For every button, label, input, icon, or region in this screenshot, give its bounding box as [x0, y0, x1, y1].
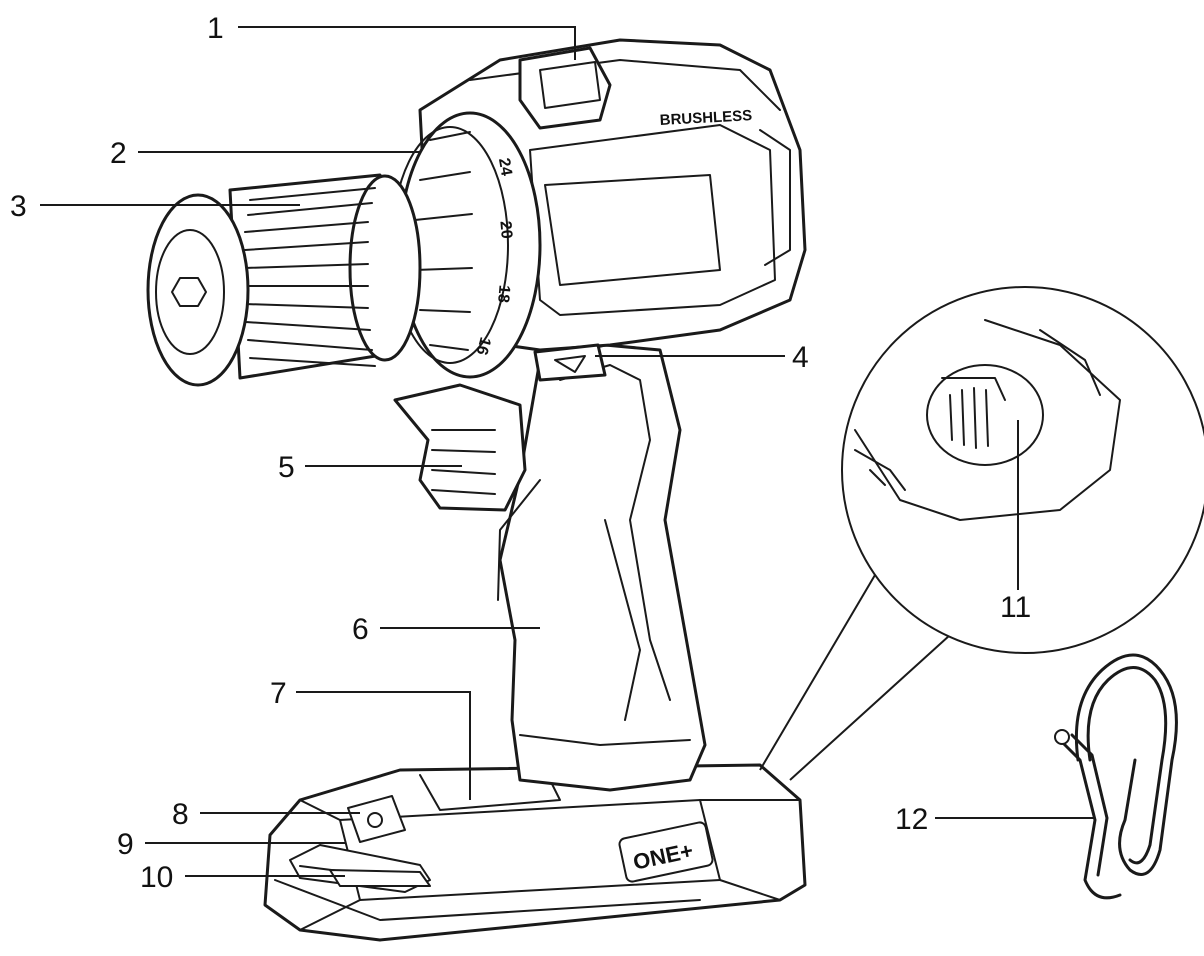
torque-number: 24: [495, 157, 515, 178]
handle: [497, 343, 707, 792]
callout-3: 3: [10, 190, 27, 223]
callout-5: 5: [278, 451, 295, 484]
torque-number: 20: [496, 220, 514, 239]
callout-1: 1: [207, 12, 224, 45]
leader-1: [238, 26, 576, 60]
callout-8: 8: [172, 798, 189, 831]
chuck: [146, 173, 422, 387]
battery-base: ONE+: [263, 759, 807, 942]
direction-selector: [533, 343, 607, 382]
brushless-label: BRUSHLESS: [659, 107, 752, 129]
gear-selector: [518, 46, 612, 130]
torque-number: 16: [472, 335, 493, 357]
callout-numbers: 1 2 3 4 5 6 7 8 9 10 11 12: [10, 12, 1031, 894]
bit-holder-detail: [854, 319, 1121, 521]
callout-10: 10: [140, 861, 173, 894]
callout-12: 12: [895, 803, 928, 836]
callout-11: 11: [1000, 591, 1031, 624]
callout-9: 9: [117, 828, 134, 861]
callout-7: 7: [270, 677, 287, 710]
leader-7: [296, 691, 471, 800]
detail-magnifier: [759, 286, 1204, 781]
callout-leaders: [40, 26, 1095, 877]
torque-number: 18: [494, 284, 512, 303]
callout-6: 6: [352, 613, 369, 646]
callout-2: 2: [110, 137, 127, 170]
trigger: [393, 383, 527, 512]
belt-clip: [1054, 653, 1178, 900]
callout-4: 4: [792, 341, 809, 374]
one-plus-logo: ONE+: [618, 821, 714, 883]
drill-illustration: ONE+ BRUSHLESS: [146, 38, 807, 942]
